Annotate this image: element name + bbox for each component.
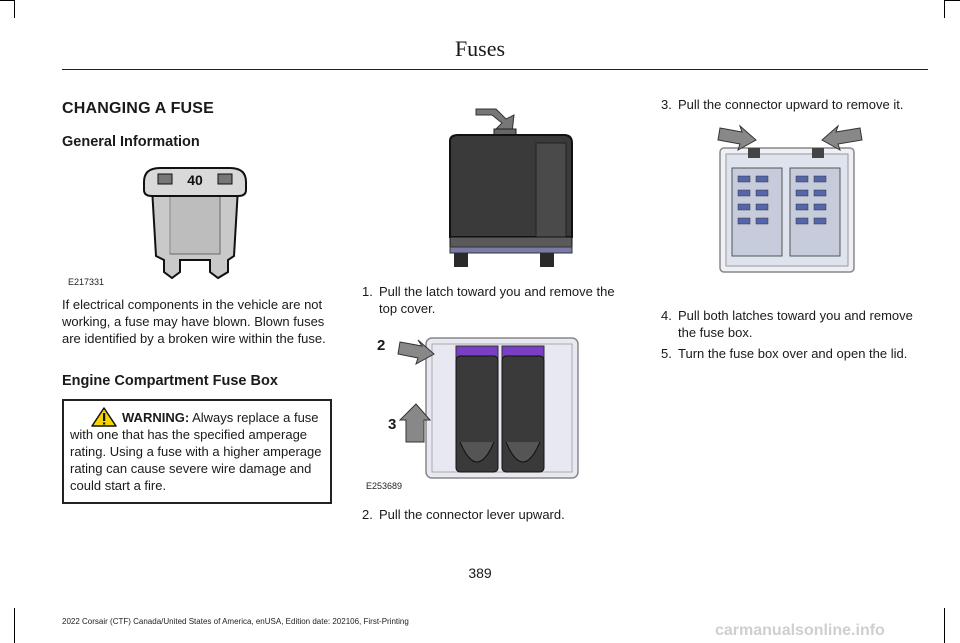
fuse-rating-text: 40 [187,172,203,188]
header-divider [62,69,928,70]
fuse-info-paragraph: If electrical components in the vehicle … [62,297,326,346]
footer-edition-text: 2022 Corsair (CTF) Canada/United States … [62,617,409,626]
crop-mark [944,0,945,18]
crop-mark [0,0,14,1]
page-number: 389 [468,565,492,581]
step-text-continued: top cover. [379,301,436,316]
step-text: Turn the fuse box over and open the lid. [678,346,908,361]
crop-mark [14,0,15,18]
step-4: 4. Pull both latches toward you and remo… [661,307,941,343]
step-number: 3. [661,97,672,112]
step-text: Pull both latches toward you and remove [678,308,913,323]
callout-2: 2 [377,337,386,354]
watermark: carmanualsonline.info [715,622,885,639]
warning-box: WARNING: Always replace a fuse with one … [62,399,332,504]
step-2: 2. Pull the connector lever upward. [362,506,637,524]
fuse-box-open-illustration [717,124,863,273]
step-3: 3. Pull the connector upward to remove i… [661,96,941,114]
subsection-heading: General Information [62,134,200,150]
step-number: 1. [362,284,373,299]
page-header-title: Fuses [454,36,506,61]
fuse-illustration: 40 [143,167,247,280]
step-number: 5. [661,346,672,361]
fuse-box-cover-illustration [449,108,573,267]
crop-mark [945,0,960,1]
step-text: Pull the connector lever upward. [379,507,565,522]
step-text: Pull the latch toward you and remove the [379,284,615,299]
callout-3: 3 [388,416,397,433]
figure-label: E217331 [68,277,105,287]
step-1: 1. Pull the latch toward you and remove … [362,283,637,319]
figure-label: E253689 [366,481,403,491]
crop-mark [944,608,945,643]
subsection-heading-fuse-box: Engine Compartment Fuse Box [62,373,278,389]
warning-text: Always replace a fuse with one that has … [70,410,322,493]
step-number: 2. [362,507,373,522]
section-heading: CHANGING A FUSE [62,100,215,117]
warning-label: WARNING: [122,410,190,425]
crop-mark [14,608,15,643]
step-text: Pull the connector upward to remove it. [678,97,904,112]
connector-lever-illustration [397,337,579,479]
step-text-continued: the fuse box. [678,325,753,340]
step-number: 4. [661,308,672,323]
warning-icon [91,407,117,427]
step-5: 5. Turn the fuse box over and open the l… [661,345,941,363]
